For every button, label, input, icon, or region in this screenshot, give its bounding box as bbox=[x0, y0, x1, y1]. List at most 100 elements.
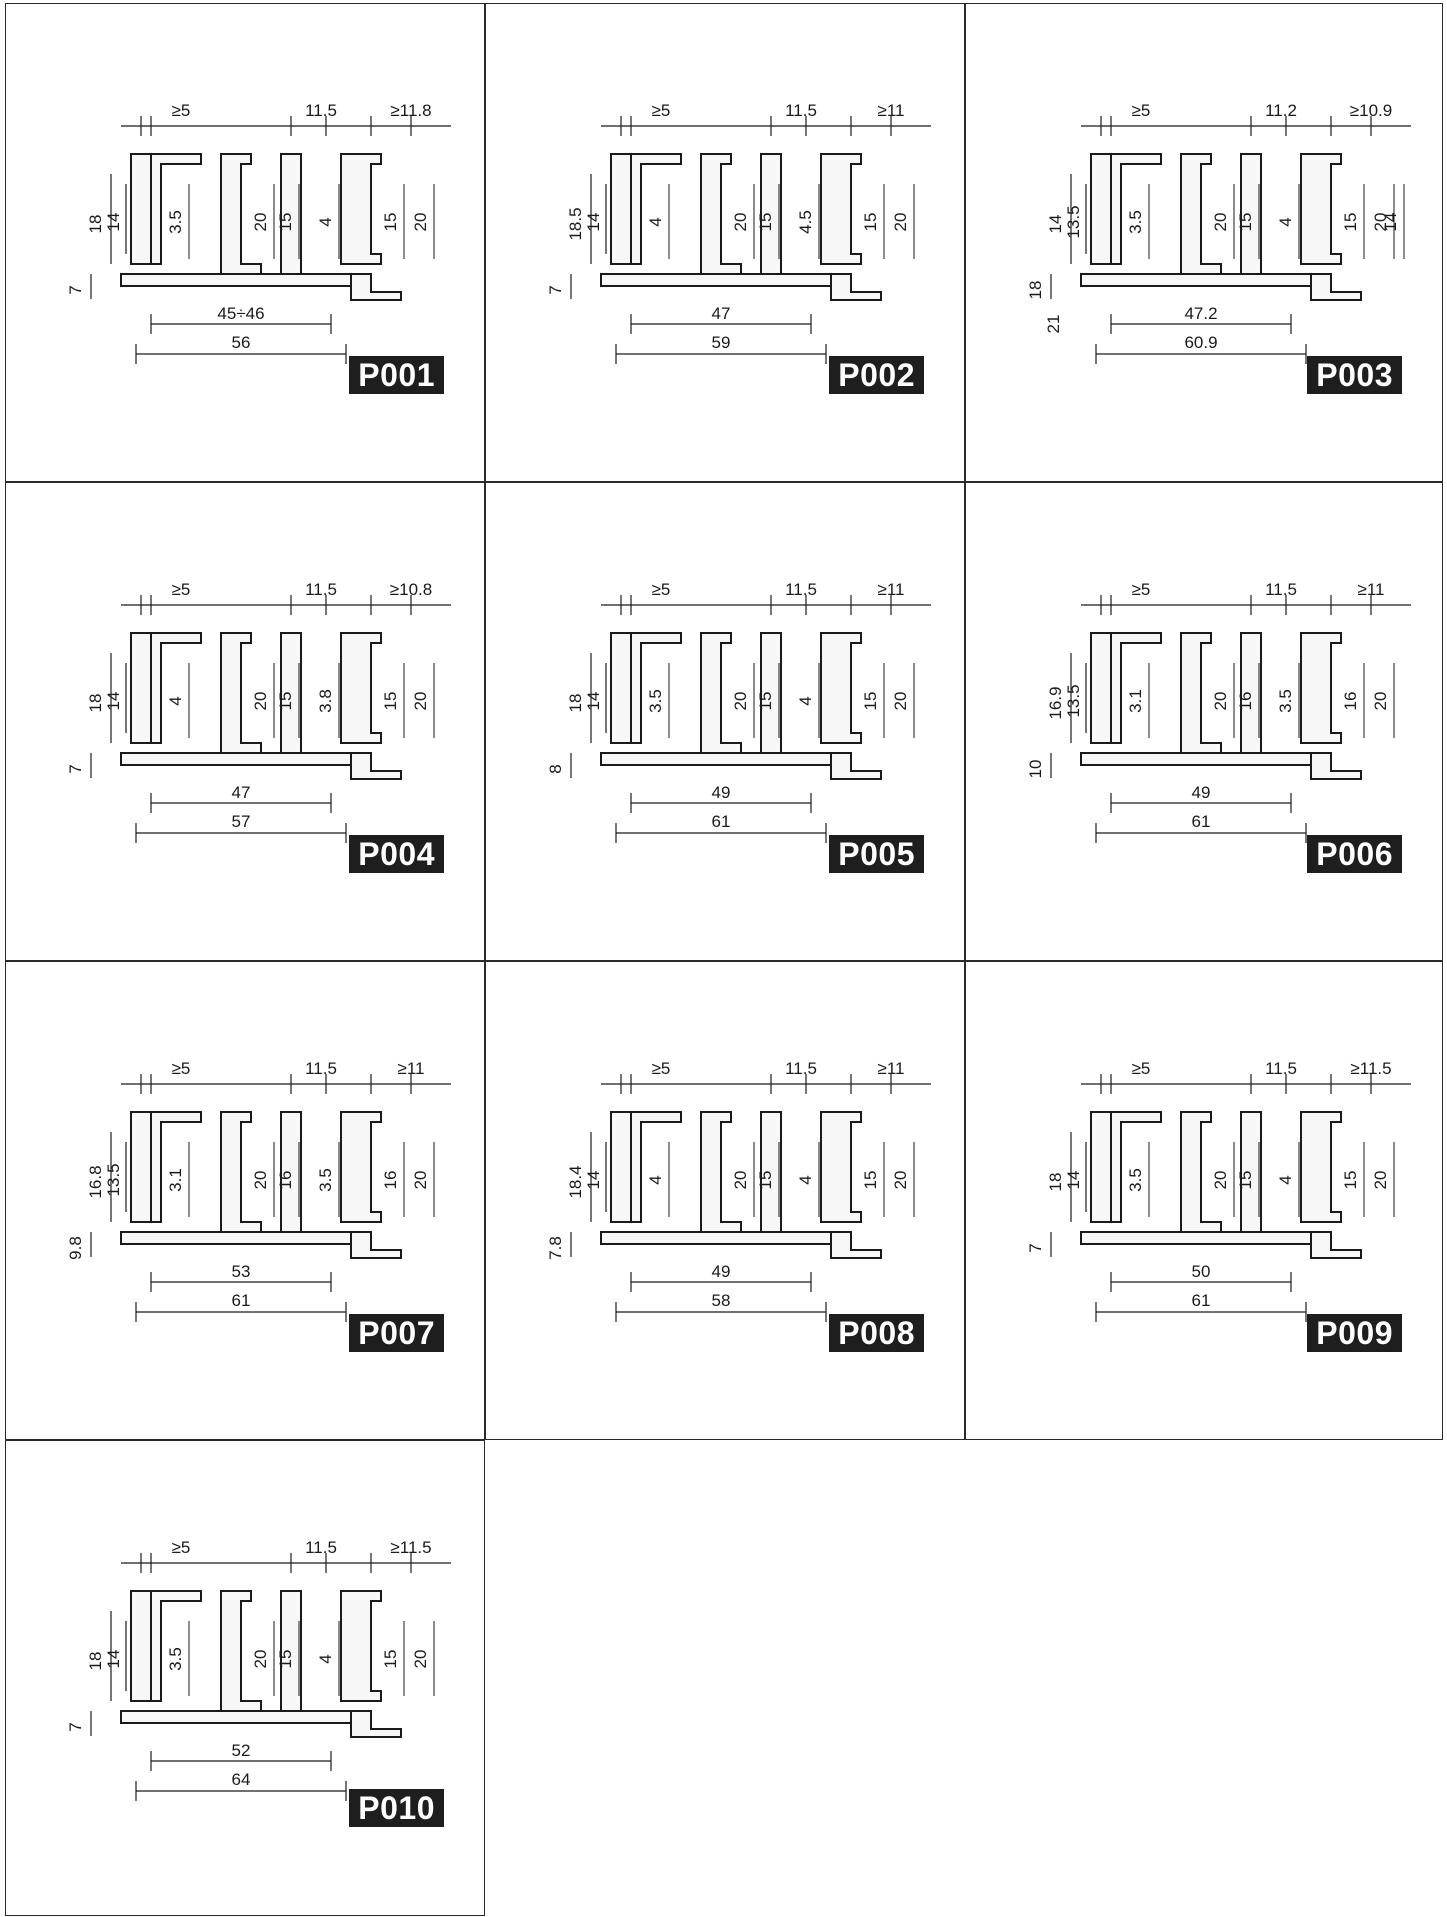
profile-outline bbox=[1300, 632, 1342, 744]
left-dim-height: 18 bbox=[566, 694, 585, 713]
inner-dim-0: 3.5 bbox=[1126, 1168, 1145, 1192]
inner-dim-5: 20 bbox=[411, 1650, 430, 1669]
left-dim-base: 8 bbox=[546, 764, 565, 773]
bottom-dim-inner-width: 49 bbox=[712, 783, 731, 802]
bottom-dim-inner-width: 52 bbox=[232, 1741, 251, 1760]
inner-dim-0: 3.1 bbox=[1126, 689, 1145, 713]
top-dim-offset: 11.5 bbox=[785, 1059, 817, 1078]
profile-section bbox=[600, 153, 882, 301]
profile-section bbox=[1080, 632, 1362, 780]
profile-outline bbox=[130, 632, 152, 744]
profile-outline bbox=[610, 1111, 632, 1223]
profile-outline bbox=[350, 273, 402, 301]
profile-outline bbox=[820, 632, 862, 744]
top-dim-max-gap: ≥11.5 bbox=[1350, 1059, 1391, 1078]
top-dim-max-gap: ≥11.8 bbox=[390, 101, 431, 120]
left-dim-height: 14 bbox=[1046, 215, 1065, 234]
profile-outline bbox=[1310, 752, 1362, 780]
profile-outline bbox=[130, 1590, 152, 1702]
left-dim-height: 18 bbox=[1046, 1173, 1065, 1192]
left-dim-base: 10 bbox=[1026, 760, 1045, 779]
profile-section bbox=[600, 1111, 882, 1259]
top-dim-offset: 11.2 bbox=[1265, 101, 1297, 120]
inner-dim-1: 20 bbox=[251, 213, 270, 232]
profile-code-badge: P005 bbox=[829, 835, 924, 873]
top-dim-offset: 11.5 bbox=[305, 1059, 337, 1078]
inner-dim-2: 15 bbox=[276, 692, 295, 711]
left-dim-extra: 21 bbox=[1044, 315, 1063, 334]
profile-code-badge: P007 bbox=[349, 1314, 444, 1352]
left-dim-inner: 14 bbox=[104, 1650, 123, 1669]
top-dim-offset: 11.5 bbox=[785, 580, 817, 599]
left-dim-base: 7 bbox=[66, 285, 85, 294]
top-dim-max-gap: ≥11 bbox=[878, 101, 905, 120]
profile-section bbox=[120, 1590, 402, 1738]
profile-outline bbox=[830, 752, 882, 780]
profile-code-badge: P001 bbox=[349, 356, 444, 394]
inner-dim-3: 4 bbox=[1276, 217, 1295, 226]
inner-dim-5: 20 bbox=[411, 1171, 430, 1190]
bottom-dim-inner-width: 45÷46 bbox=[217, 304, 264, 323]
profile-code-badge: P003 bbox=[1307, 356, 1402, 394]
profile-outline bbox=[1090, 1111, 1112, 1223]
left-dim-height: 18 bbox=[86, 694, 105, 713]
inner-dim-3: 4 bbox=[796, 1175, 815, 1184]
inner-dim-3: 4.5 bbox=[796, 210, 815, 234]
profile-outline bbox=[830, 1231, 882, 1259]
bottom-dim-overall-width: 56 bbox=[232, 333, 251, 352]
top-dim-max-gap: ≥11 bbox=[878, 580, 905, 599]
inner-dim-5: 20 bbox=[891, 1171, 910, 1190]
left-dim-inner: 13.5 bbox=[1064, 684, 1083, 717]
inner-dim-5: 20 bbox=[411, 213, 430, 232]
profile-outline bbox=[150, 1590, 202, 1702]
left-dim-base: 7 bbox=[66, 764, 85, 773]
top-dim-max-gap: ≥11 bbox=[398, 1059, 425, 1078]
inner-dim-0: 3.5 bbox=[166, 210, 185, 234]
inner-dim-1: 20 bbox=[1211, 213, 1230, 232]
top-dim-min-gap: ≥5 bbox=[1132, 101, 1151, 120]
inner-dim-5: 20 bbox=[1371, 213, 1390, 232]
inner-dim-2: 15 bbox=[1236, 1171, 1255, 1190]
bottom-dim-overall-width: 61 bbox=[232, 1291, 251, 1310]
profile-outline bbox=[1110, 632, 1162, 744]
top-dim-min-gap: ≥5 bbox=[652, 1059, 671, 1078]
profile-outline bbox=[1310, 273, 1362, 301]
profile-outline bbox=[630, 153, 682, 265]
inner-dim-1: 20 bbox=[251, 692, 270, 711]
profile-code-badge: P008 bbox=[829, 1314, 924, 1352]
profile-outline bbox=[340, 632, 382, 744]
top-dim-min-gap: ≥5 bbox=[1132, 1059, 1151, 1078]
top-dim-offset: 11.5 bbox=[305, 580, 337, 599]
inner-dim-3: 3.5 bbox=[1276, 689, 1295, 713]
left-dim-inner: 14 bbox=[104, 213, 123, 232]
inner-dim-4: 15 bbox=[861, 692, 880, 711]
left-dim-base: 18 bbox=[1026, 281, 1045, 300]
left-dim-height: 16.8 bbox=[86, 1165, 105, 1198]
top-dim-max-gap: ≥11 bbox=[878, 1059, 905, 1078]
inner-dim-2: 15 bbox=[756, 692, 775, 711]
profile-outline bbox=[120, 1710, 352, 1724]
profile-outline bbox=[600, 273, 832, 287]
left-dim-base: 7 bbox=[1026, 1243, 1045, 1252]
inner-dim-0: 3.1 bbox=[166, 1168, 185, 1192]
profile-code-badge: P002 bbox=[829, 356, 924, 394]
inner-dim-3: 3.8 bbox=[316, 689, 335, 713]
profile-outline bbox=[610, 153, 632, 265]
profile-outline bbox=[1300, 1111, 1342, 1223]
profile-outline bbox=[150, 1111, 202, 1223]
top-dim-max-gap: ≥10.8 bbox=[390, 580, 432, 599]
profile-outline bbox=[120, 752, 352, 766]
inner-dim-2: 15 bbox=[276, 1650, 295, 1669]
top-dim-min-gap: ≥5 bbox=[172, 580, 191, 599]
